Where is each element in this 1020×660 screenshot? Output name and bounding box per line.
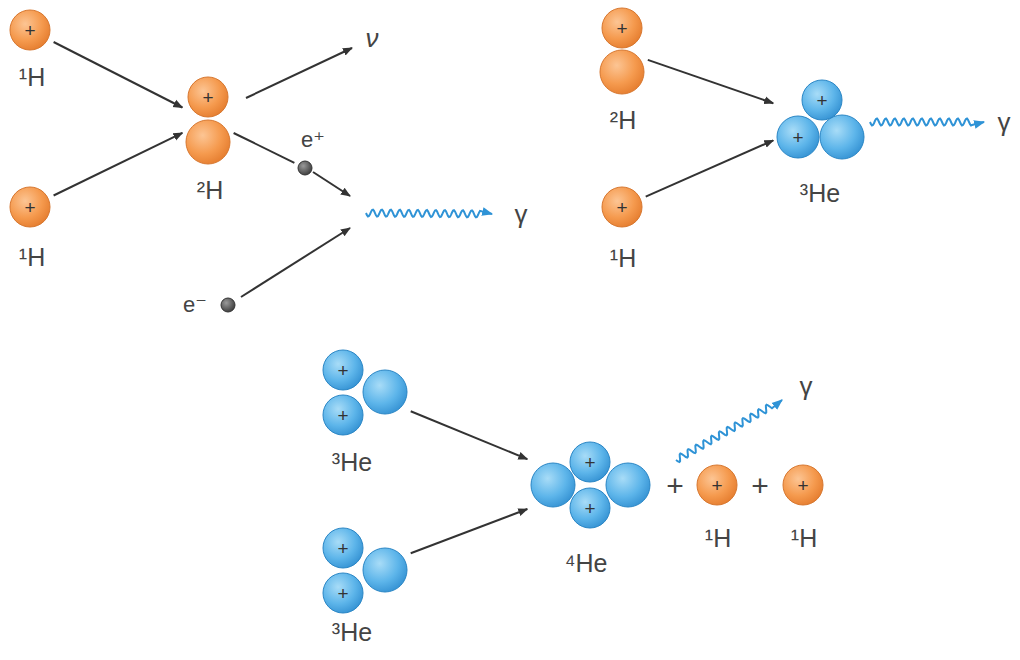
nucleus: +¹H (602, 187, 642, 227)
gamma-symbol: γ (515, 201, 528, 227)
nucleus: +¹H (10, 187, 50, 227)
particle-name: e⁻ (183, 294, 207, 316)
neutron-sphere (820, 115, 864, 159)
reaction-arrow (648, 60, 773, 103)
proton-sphere (570, 442, 610, 482)
gamma-wave (366, 210, 492, 218)
neutron-sphere (606, 463, 650, 507)
charge-sign: + (337, 406, 348, 425)
reaction-arrow (54, 42, 183, 108)
particle-spheres (323, 350, 407, 435)
particle-name: ¹H (19, 245, 45, 270)
proton-sphere (323, 573, 363, 613)
charge-sign: + (584, 499, 595, 518)
proton-sphere (777, 116, 819, 158)
reaction-arrow (646, 140, 774, 196)
plus-sign: + (666, 471, 684, 501)
proton-sphere (602, 8, 642, 48)
gamma-wave (870, 119, 984, 126)
particle-name: ³He (332, 450, 372, 475)
neutron-sphere (600, 50, 644, 94)
particle-dot (221, 298, 235, 312)
charge-sign: + (584, 453, 595, 472)
particle-name: ²H (197, 178, 223, 203)
proton-sphere (10, 10, 50, 50)
charge-sign: + (202, 88, 213, 107)
reaction-arrow (54, 133, 183, 196)
proton-sphere (323, 528, 363, 568)
particle-name: ¹H (19, 65, 45, 90)
nucleus: ++³He (323, 350, 407, 435)
gamma-symbol: γ (998, 109, 1011, 135)
charge-sign: + (711, 476, 722, 495)
particle-name: ¹H (610, 246, 636, 271)
particle-name: e⁺ (301, 129, 325, 151)
nucleus: ++³He (777, 80, 864, 159)
neutrino-symbol: ν (366, 25, 379, 51)
positron-arrow (313, 172, 350, 196)
gamma-wave (676, 400, 782, 462)
lepton-particle: e⁻ (221, 298, 235, 312)
charge-sign: + (616, 198, 627, 217)
particle-spheres (221, 298, 235, 312)
nucleus: ++³He (323, 528, 407, 613)
nucleus: +¹H (10, 10, 50, 50)
neutron-sphere (186, 120, 230, 164)
reaction-arrow (234, 133, 295, 163)
charge-sign: + (792, 128, 803, 147)
proton-sphere (570, 488, 610, 528)
nucleus: +²H (600, 8, 644, 94)
proton-sphere (783, 465, 823, 505)
charge-sign: + (797, 476, 808, 495)
lepton-particle: e⁺ (298, 161, 312, 175)
electron-arrow (241, 228, 350, 297)
charge-sign: + (337, 584, 348, 603)
proton-sphere (10, 187, 50, 227)
proton-sphere (697, 465, 737, 505)
reaction-arrow (411, 509, 528, 553)
particle-name: ¹H (705, 526, 731, 551)
particle-dot (298, 161, 312, 175)
neutrino-arrow (246, 48, 352, 98)
charge-sign: + (816, 91, 827, 110)
plus-sign: + (751, 471, 769, 501)
charge-sign: + (337, 361, 348, 380)
nucleus: +²H (186, 77, 230, 164)
particle-name: ³He (332, 620, 372, 645)
particle-name: ³He (800, 181, 840, 206)
proton-sphere (323, 350, 363, 390)
charge-sign: + (337, 539, 348, 558)
neutron-sphere (363, 370, 407, 414)
nucleus: +¹H (697, 465, 737, 505)
charge-sign: + (24, 198, 35, 217)
particle-name: ⁴He (565, 551, 608, 576)
nucleus: +¹H (783, 465, 823, 505)
proton-sphere (323, 395, 363, 435)
neutron-sphere (363, 548, 407, 592)
nucleus: ++⁴He (531, 442, 650, 528)
particle-name: ¹H (791, 526, 817, 551)
charge-sign: + (24, 21, 35, 40)
gamma-symbol: γ (800, 373, 813, 399)
particle-spheres (323, 528, 407, 613)
particle-spheres (298, 161, 312, 175)
neutron-sphere (531, 463, 575, 507)
charge-sign: + (616, 19, 627, 38)
proton-sphere (188, 77, 228, 117)
proton-sphere (802, 80, 842, 120)
reaction-arrow (411, 411, 528, 459)
proton-sphere (602, 187, 642, 227)
particle-name: ²H (610, 108, 636, 133)
